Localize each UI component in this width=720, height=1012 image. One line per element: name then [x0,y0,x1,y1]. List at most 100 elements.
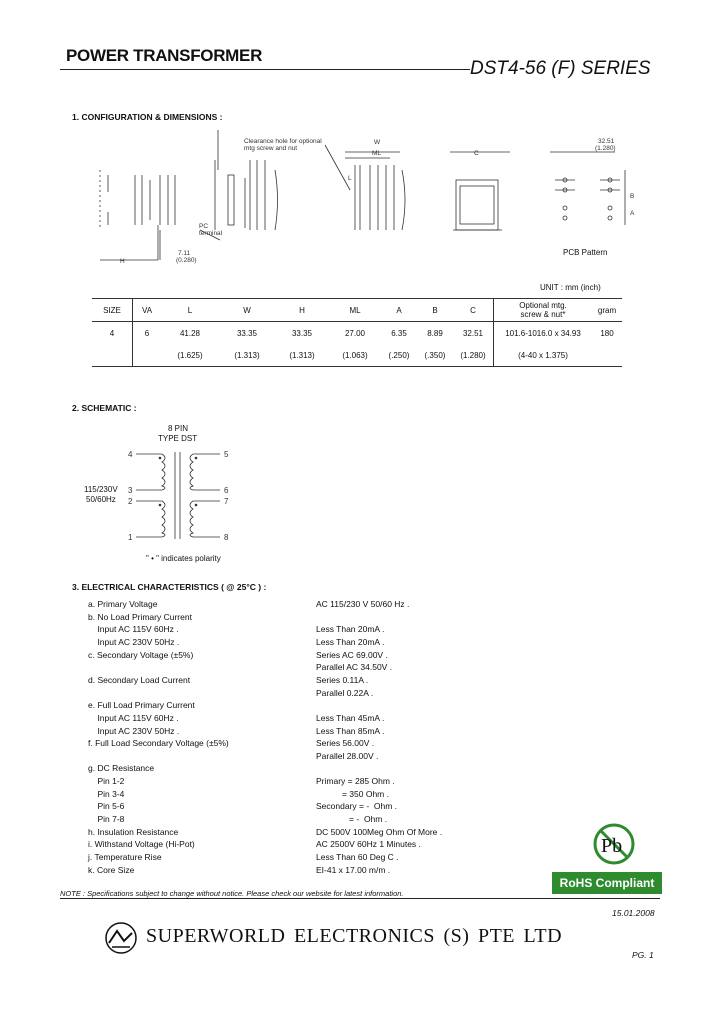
dim-bottom-mm: 7.11 [178,250,191,257]
section-2-heading: 2. SCHEMATIC : [72,403,137,413]
spec-label: Pin 5-6 [88,801,125,811]
th-ml: ML [329,298,381,322]
spec-value: Less Than 20mA . [316,637,385,647]
spec-value: Parallel AC 34.50V . [316,662,393,672]
pcb-pattern-drawing [550,151,626,225]
td-a-in: (.250) [381,344,417,367]
spec-value: Parallel 28.00V . [316,751,379,761]
spec-value: Secondary = - Ohm . [316,801,398,811]
td-ml: 27.00 [344,328,366,338]
spec-label: Pin 3-4 [88,789,125,799]
spec-label: Input AC 230V 50Hz . [88,637,180,647]
th-size: SIZE [92,298,133,322]
page-number: PG. 1 [632,950,654,960]
pin-2: 2 [128,497,133,506]
td-h: 33.35 [291,328,313,338]
th-c: C [453,298,494,322]
label-l: L [348,175,352,182]
spec-label: b. No Load Primary Current [88,612,192,622]
spec-label: Input AC 115V 60Hz . [88,713,179,723]
spec-value: Series 56.00V . [316,738,375,748]
pin-8: 8 [224,533,229,542]
spec-value: Less Than 20mA . [316,624,385,634]
spec-value: Series 0.11A . [316,675,369,685]
td-b-in: (.350) [417,344,453,367]
spec-label: j. Temperature Rise [88,852,162,862]
spec-value: Less Than 45mA . [316,713,385,723]
document-title: POWER TRANSFORMER [66,46,263,65]
spec-label: a. Primary Voltage [88,599,158,609]
th-gram: gram [592,298,622,322]
dim-top-mm: 32.51 [598,138,615,145]
series-name: DST4-56 (F) SERIES [470,58,651,79]
label-w: W [374,139,381,146]
spec-value: EI-41 x 17.00 m/m . [316,865,391,875]
td-size-in [92,344,133,367]
spec-label: Pin 7-8 [88,814,125,824]
pin-6: 6 [224,486,229,495]
pin-3: 3 [128,486,133,495]
front-view [99,170,176,261]
spec-value: Less Than 85mA . [316,726,385,736]
td-optional-mtg-in: (4-40 x 1.375) [493,344,592,367]
pin-4: 4 [128,450,133,459]
td-h-in: (1.313) [275,344,329,367]
section-1-heading: 1. CONFIGURATION & DIMENSIONS : [72,112,223,122]
pin-1: 1 [128,533,133,542]
pcb-pattern-label: PCB Pattern [563,248,608,257]
rohs-badge: RoHS Compliant [552,872,662,894]
spec-label: g. DC Resistance [88,763,155,773]
spec-value: DC 500V 100Meg Ohm Of More . [316,827,443,837]
th-h: H [275,298,329,322]
label-c: C [474,150,479,157]
company-logo-icon [105,922,137,954]
th-a: A [381,298,417,322]
schematic-freq-label: 50/60Hz [86,495,116,504]
top-view [324,144,406,231]
schematic-type-label: TYPE DST [158,434,198,443]
schematic-input-label: 115/230V [84,485,118,494]
title-rule [60,69,470,70]
th-va: VA [132,298,161,322]
spec-value: Parallel 0.22A . [316,688,374,698]
td-c: 32.51 [462,328,484,338]
spec-value: = 350 Ohm . [316,789,389,799]
td-w: 33.35 [236,328,258,338]
spec-label: i. Withstand Voltage (Hi-Pot) [88,839,195,849]
th-optional-mtg: Optional mtg. screw & nut* [493,298,592,322]
th-b: B [417,298,453,322]
dim-top-in: (1.280) [595,145,616,152]
spec-value: AC 2500V 60Hz 1 Minutes . [316,839,421,849]
pin-7: 7 [224,497,229,506]
unit-label: UNIT : mm (inch) [540,283,601,292]
td-l: 41.28 [179,328,201,338]
dimensions-table: SIZE VA L W H ML A B C Optional mtg. scr… [92,298,622,367]
td-c-in: (1.280) [453,344,494,367]
footer-rule [60,898,660,899]
spec-value: Series AC 69.00V . [316,650,388,660]
td-l-in: (1.625) [161,344,219,367]
spec-value: Less Than 60 Deg C . [316,852,399,862]
section-3-heading: 3. ELECTRICAL CHARACTERISTICS ( @ 25°C )… [72,582,267,592]
spec-label: e. Full Load Primary Current [88,700,195,710]
label-ml: ML [372,150,381,157]
footer-date: 15.01.2008 [612,908,655,918]
spec-value: = - Ohm . [316,814,388,824]
dim-bottom-in: (0.280) [176,257,197,264]
footer-note: NOTE : Specifications subject to change … [60,889,404,898]
th-l: L [161,298,219,322]
td-a: 6.35 [391,328,407,338]
td-va-in [132,344,161,367]
polarity-note: " • " indicates polarity [146,554,221,563]
side-view [199,130,278,241]
bottom-view [450,151,510,231]
td-ml-in: (1.063) [329,344,381,367]
spec-label: d. Secondary Load Current [88,675,191,685]
spec-label: h. Insulation Resistance [88,827,179,837]
schematic-diagram: 4 3 2 1 5 6 7 8 [128,450,229,542]
th-w: W [219,298,275,322]
pin-5: 5 [224,450,229,459]
